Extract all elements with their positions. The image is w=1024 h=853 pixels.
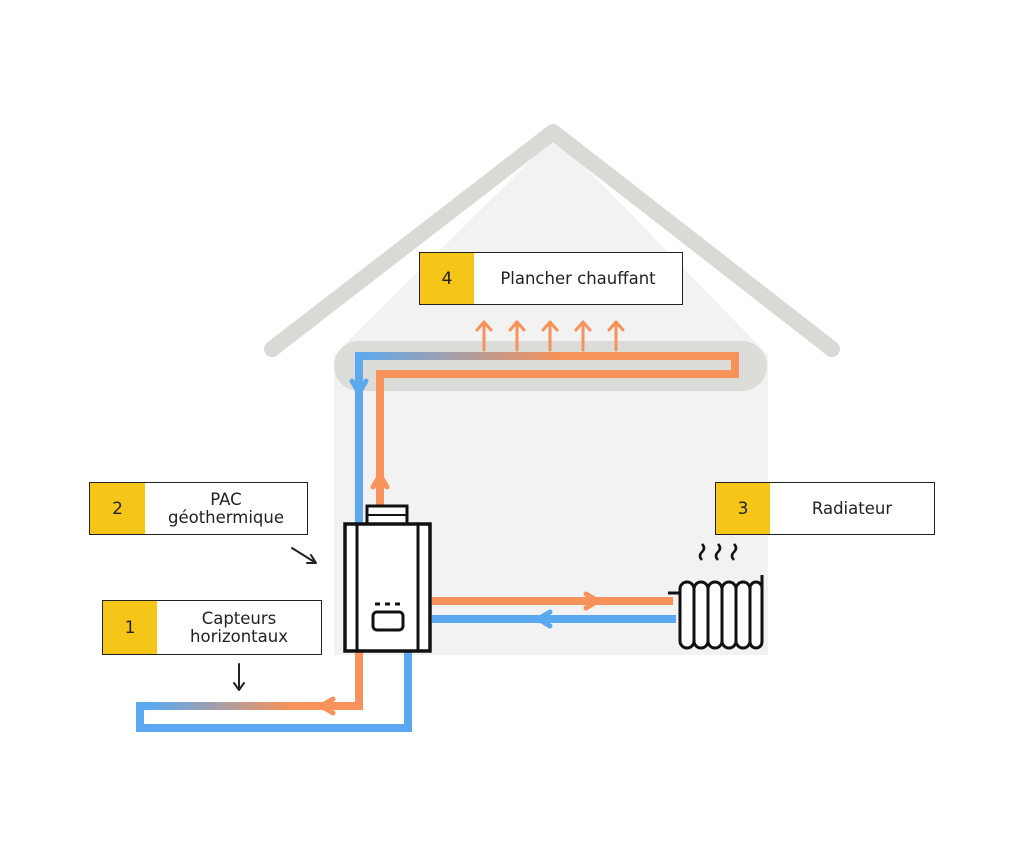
ground-collector-cold-pipe [140,648,412,732]
radiator-fin [720,580,738,650]
label-number: 1 [103,601,157,654]
collector-arrow [318,696,336,716]
roof-outline [264,124,840,357]
pointer-to-collectors [233,663,245,691]
radiator-fin [706,580,724,650]
heat-pump-display [371,610,405,632]
radiator-fin [692,580,710,650]
ground-collector-hot-pipe [140,648,363,710]
radiator-icon [668,543,764,650]
heat-pump-icon [343,504,432,653]
heat-wave [714,543,722,561]
label-radiateur: 3 Radiateur [715,482,935,535]
radiator-fin [748,580,764,650]
left-arrow [535,609,553,629]
heat-arrow [541,320,559,352]
heat-arrow [475,320,493,352]
heat-wave [730,543,738,561]
label-number: 4 [420,253,474,304]
heat-wave [698,543,706,561]
label-text: Radiateur [811,498,893,518]
heat-arrow [607,320,625,352]
label-number: 3 [716,483,770,534]
label-text: Capteurs horizontaux [190,609,288,646]
up-arrow [370,472,390,490]
heat-arrow [508,320,526,352]
ground-collector-end [136,702,144,732]
label-plancher-chauffant: 4 Plancher chauffant [419,252,683,305]
radiator-fin [734,580,752,650]
heat-arrows [475,320,625,352]
label-pac-geothermique: 2 PAC géothermique [89,482,308,535]
label-text: PAC géothermique [167,490,285,527]
label-text: Plancher chauffant [500,268,656,288]
down-arrow [349,378,369,396]
radiator-fin [678,580,696,650]
pointer-arrows [233,547,317,691]
label-capteurs-horizontaux: 1 Capteurs horizontaux [102,600,322,655]
pointer-to-heat-pump [291,547,317,564]
heat-arrow [574,320,592,352]
label-number: 2 [90,483,145,534]
right-arrow [583,591,601,611]
floor-heating-return-bend [731,352,739,378]
